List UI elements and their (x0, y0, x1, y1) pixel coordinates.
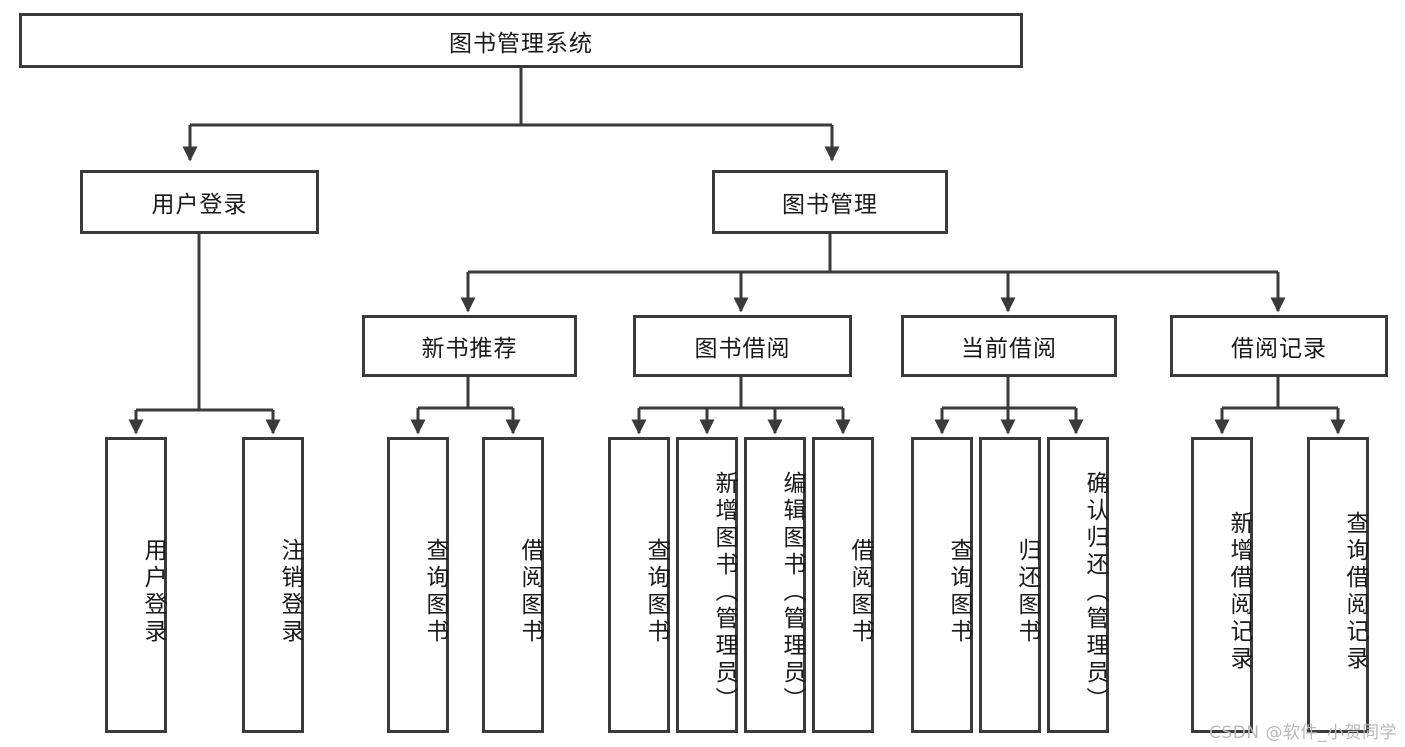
watermark: CSDN @软件_小贺同学 (1209, 723, 1397, 743)
node-current-borrow[interactable]: 当前借阅 (901, 315, 1117, 377)
leaf-borrow-book-2-label: 借阅图书 (847, 538, 873, 646)
leaf-query-record[interactable]: 查询借阅记录 (1307, 437, 1369, 733)
leaf-user-logout[interactable]: 注销登录 (242, 437, 304, 733)
node-new-book-recommend-label: 新书推荐 (421, 336, 518, 362)
node-new-book-recommend[interactable]: 新书推荐 (362, 315, 577, 377)
node-book-borrow-label: 图书借阅 (694, 336, 791, 362)
leaf-confirm-return-label: 确认归还（管理员） (1082, 470, 1108, 714)
leaf-add-book-label: 新增图书（管理员） (711, 470, 737, 714)
node-borrow-record-label: 借阅记录 (1231, 336, 1327, 362)
leaf-borrow-book-1[interactable]: 借阅图书 (482, 437, 544, 733)
leaf-add-book[interactable]: 新增图书（管理员） (676, 437, 738, 733)
node-user-login[interactable]: 用户登录 (80, 170, 319, 234)
leaf-query-book-2[interactable]: 查询图书 (608, 437, 670, 733)
leaf-query-record-label: 查询借阅记录 (1342, 511, 1368, 673)
leaf-query-book-2-label: 查询图书 (643, 538, 669, 646)
leaf-add-record-label: 新增借阅记录 (1226, 511, 1252, 673)
leaf-add-record[interactable]: 新增借阅记录 (1191, 437, 1253, 733)
leaf-return-book-label: 归还图书 (1014, 538, 1040, 646)
node-current-borrow-label: 当前借阅 (961, 336, 1057, 362)
node-book-borrow[interactable]: 图书借阅 (633, 315, 852, 377)
leaf-query-book-1[interactable]: 查询图书 (387, 437, 449, 733)
leaf-edit-book-label: 编辑图书（管理员） (779, 470, 805, 714)
leaf-borrow-book-2[interactable]: 借阅图书 (812, 437, 874, 733)
leaf-borrow-book-1-label: 借阅图书 (517, 538, 543, 646)
leaf-confirm-return[interactable]: 确认归还（管理员） (1047, 437, 1109, 733)
node-borrow-record[interactable]: 借阅记录 (1170, 315, 1388, 377)
node-book-management[interactable]: 图书管理 (712, 170, 948, 234)
leaf-user-login-label: 用户登录 (140, 538, 166, 646)
leaf-user-logout-label: 注销登录 (277, 538, 303, 646)
leaf-return-book[interactable]: 归还图书 (979, 437, 1041, 733)
leaf-edit-book[interactable]: 编辑图书（管理员） (744, 437, 806, 733)
leaf-query-book-1-label: 查询图书 (422, 538, 448, 646)
node-book-management-label: 图书管理 (782, 192, 878, 218)
node-user-login-label: 用户登录 (151, 192, 248, 218)
node-root-label: 图书管理系统 (449, 30, 593, 57)
leaf-query-book-3[interactable]: 查询图书 (911, 437, 973, 733)
leaf-query-book-3-label: 查询图书 (946, 538, 972, 646)
node-root[interactable]: 图书管理系统 (19, 13, 1023, 68)
leaf-user-login[interactable]: 用户登录 (105, 437, 167, 733)
